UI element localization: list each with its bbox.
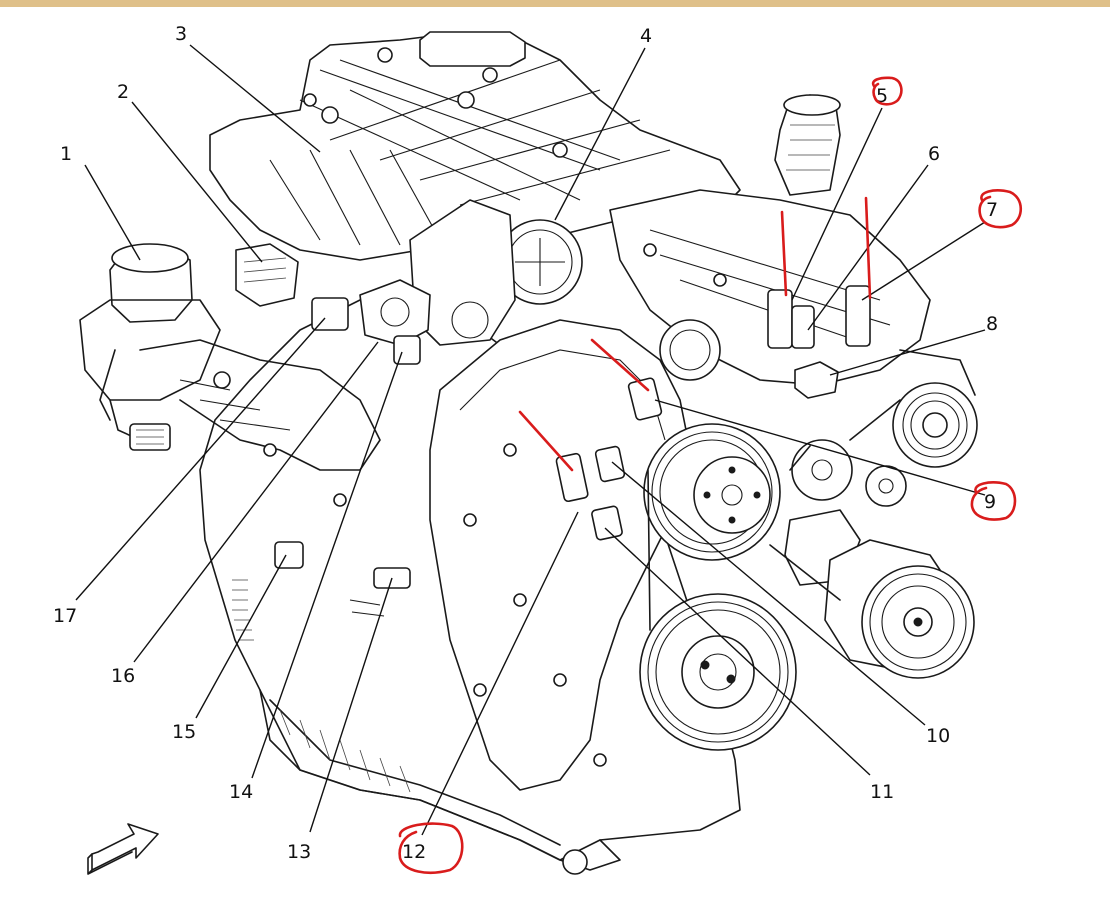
solenoid-item-2 — [235, 243, 299, 307]
red-circle-5 — [871, 76, 903, 106]
callout-6: 6 — [928, 143, 940, 165]
leader-2 — [131, 101, 263, 263]
callout-11: 11 — [870, 781, 894, 803]
red-mark-sensor-5 — [780, 210, 788, 297]
leader-14 — [251, 351, 403, 779]
red-circle-7 — [978, 189, 1023, 229]
drive-belt — [647, 399, 901, 631]
callout-3: 3 — [175, 23, 187, 45]
callout-13: 13 — [287, 841, 311, 863]
block-ribs — [232, 579, 254, 641]
leader-8 — [829, 329, 986, 376]
callout-12: 12 — [402, 841, 426, 863]
red-annotations — [398, 76, 1023, 874]
oil-fill-cap — [774, 94, 841, 196]
left-accessories — [79, 243, 221, 451]
front-timing-cover — [429, 319, 691, 791]
engine-illustration — [79, 31, 978, 875]
red-circle-12 — [398, 822, 464, 874]
callout-labels: 1 2 3 4 5 6 7 8 9 10 11 12 13 14 15 16 1… — [53, 23, 998, 863]
left-exhaust-manifold — [139, 339, 381, 471]
leader-3 — [189, 44, 321, 153]
leader-10 — [611, 461, 926, 726]
callout-14: 14 — [229, 781, 253, 803]
leader-4 — [554, 47, 646, 221]
water-pump-pulley — [643, 423, 781, 561]
lower-sensors — [274, 541, 411, 617]
callout-2: 2 — [117, 81, 129, 103]
leader-9 — [654, 399, 986, 496]
leader-12 — [421, 511, 579, 836]
leader-1 — [84, 164, 141, 261]
red-mark-sensor-12 — [518, 410, 574, 472]
callout-17: 17 — [53, 605, 77, 627]
cam-actuator-solenoids — [555, 377, 663, 541]
crankshaft-balancer — [639, 593, 797, 751]
coolant-outlet — [659, 319, 721, 381]
generator-pulley — [892, 349, 978, 468]
leader-5 — [791, 107, 883, 301]
red-mark-sensor-7 — [864, 196, 872, 300]
intake-manifold — [209, 34, 741, 261]
callout-16: 16 — [111, 665, 135, 687]
callout-9: 9 — [984, 491, 996, 513]
leader-13 — [309, 577, 393, 833]
image-frame-top — [0, 0, 1110, 7]
callout-1: 1 — [60, 143, 72, 165]
callout-8: 8 — [986, 313, 998, 335]
leader-15 — [195, 554, 287, 719]
leader-16 — [133, 341, 379, 663]
right-bank-sensors — [767, 285, 871, 399]
vacuum-hose — [419, 31, 526, 67]
leader-17 — [75, 317, 326, 601]
oil-pan — [259, 689, 621, 871]
callout-10: 10 — [926, 725, 950, 747]
leader-7 — [861, 221, 986, 301]
front-direction-arrow-icon — [87, 823, 159, 875]
callout-7: 7 — [986, 199, 998, 221]
callout-15: 15 — [172, 721, 196, 743]
red-circle-9 — [970, 481, 1017, 521]
red-mark-sensor-9 — [590, 338, 650, 392]
leader-11 — [604, 527, 871, 776]
ac-compressor — [824, 539, 975, 679]
engine-bolts — [213, 47, 727, 875]
callout-4: 4 — [640, 25, 652, 47]
